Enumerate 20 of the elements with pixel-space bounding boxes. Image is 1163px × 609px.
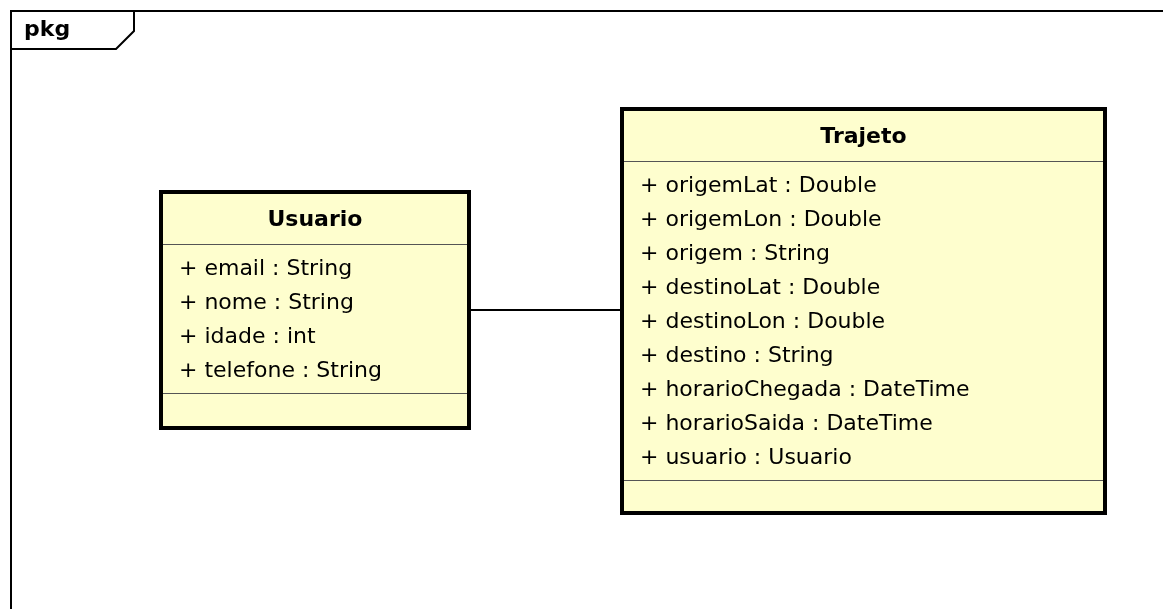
package-name: pkg — [24, 16, 71, 41]
attribute-text: + horarioChegada : DateTime — [640, 375, 970, 403]
class-name: Usuario — [163, 194, 467, 245]
class-name: Trajeto — [624, 111, 1103, 162]
attribute-text: + destinoLon : Double — [640, 307, 886, 335]
attribute-text: + email : String — [179, 254, 353, 282]
attribute-text: + horarioSaida : DateTime — [640, 409, 933, 437]
attribute-text: + origemLat : Double — [640, 171, 877, 199]
attribute-text: + usuario : Usuario — [640, 443, 852, 471]
class-box — [159, 190, 471, 430]
attribute-text: + destinoLat : Double — [640, 273, 881, 301]
attribute-text: + telefone : String — [179, 356, 382, 384]
attribute-text: + origemLon : Double — [640, 205, 882, 233]
class-box — [620, 107, 1107, 515]
attribute-text: + nome : String — [179, 288, 354, 316]
attribute-text: + destino : String — [640, 341, 834, 369]
attribute-text: + idade : int — [179, 322, 316, 350]
package-frame — [10, 10, 1163, 609]
attribute-text: + origem : String — [640, 239, 831, 267]
association-line — [470, 309, 621, 311]
